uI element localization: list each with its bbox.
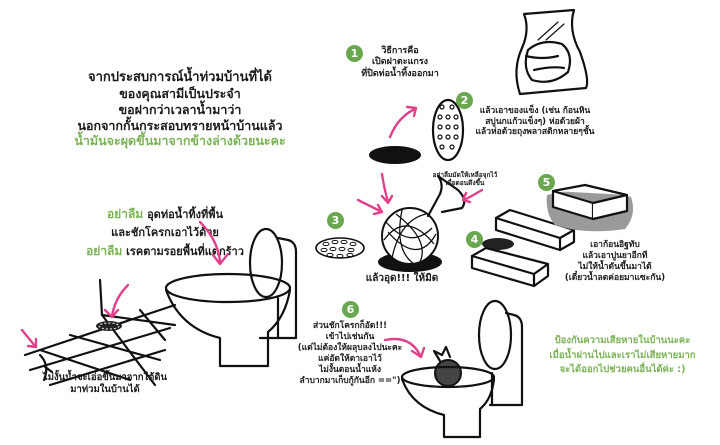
reminder-3-prefix: อย่าลืม: [86, 243, 123, 258]
intro-block: จากประสบการณ์น้ำท่วมบ้านที่ได้ ของคุณสาม…: [40, 70, 320, 149]
step-4-badge: 4: [466, 231, 483, 248]
step-2-line-2: สบู่นกแก้วแข็งๆ) ห่อด้วยผ้า: [485, 116, 585, 127]
reminder-1-prefix: อย่าลืม: [106, 207, 144, 221]
floor-caption-line-2: มาท่วมในบ้านได้: [70, 383, 140, 395]
intro-highlight: น้ำมันจะผุดขึ้นมาจากข้างล่างด้วยนะคะ: [74, 133, 286, 149]
reminder-1-text: อุดท่อน้ำทิ้งที่พื้น: [147, 208, 224, 221]
step-3-note-line-1: อย่าลืมมัดให้เหลือจุกไว้: [432, 171, 498, 179]
step-5-line-2: แล้วเอาปูนยาอีกที: [582, 251, 648, 262]
step-5-line-1: เอาก้อนอิฐทับ: [590, 240, 640, 250]
closing-line-1: ป้องกันความเสียหายในบ้านนะคะ: [554, 335, 691, 346]
floor-drain-illustration: [20, 278, 177, 387]
step-6-line-5: ไม่งั้นตอนน้ำแห้ง: [318, 365, 382, 376]
wrapped-bag-illustration: [515, 8, 589, 96]
step-1-text: วิธีการคือ เปิดฝาตะแกรง ที่ปิดท่อน้ำทิ้ง…: [355, 46, 445, 80]
step-1-line-1: วิธีการคือ: [381, 46, 419, 56]
intro-line-1: จากประสบการณ์น้ำท่วมบ้านที่ได้: [87, 70, 273, 85]
step-6-text: ส่วนชักโครกก็อัด!!! เข้าไปเช่นกัน (แต่ไม…: [290, 321, 410, 387]
reminder-3-text: เรคตามรอยพื้นที่แตกร้าว: [126, 244, 244, 258]
closing-message: ป้องกันความเสียหายในบ้านนะคะ เมื่อน้ำผ่า…: [525, 334, 720, 378]
plugged-drain-illustration: [315, 172, 484, 272]
step-1-line-3: ที่ปิดท่อน้ำทิ้งออกมา: [361, 68, 439, 79]
step-2-line-1: แล้วเอาของแข็ง (เช่น ก้อนหิน: [479, 106, 591, 116]
reminders-block: อย่าลืม อุดท่อน้ำทิ้งที่พื้น และชักโครกเ…: [40, 205, 290, 261]
step-5-text: เอาก้อนอิฐทับ แล้วเอาปูนยาอีกที ไม่ให้น้…: [560, 240, 670, 284]
step-3-note: อย่าลืมมัดให้เหลือจุกไว้ เผื่อตอนดึงขึ้น: [425, 171, 505, 188]
floor-caption-line-1: ไม่งั้นน้ำจะเอ่อขึ้นมาจากใต้ดิน: [42, 372, 168, 383]
toilet-illustration-right: [383, 299, 524, 439]
step-3-badge: 3: [327, 212, 344, 229]
step-6-line-4: แค่อัดให้ตาเอาไว้: [318, 354, 382, 365]
step-2-badge: 2: [456, 92, 473, 109]
step-2-line-3: แล้วห่อด้วยถุงพลาสติกหลายๆชั้น: [475, 127, 595, 138]
drain-cover-illustration: [369, 98, 465, 164]
step-1-badge: 1: [346, 45, 363, 62]
step-5-line-3: ไม่ให้น้ำดันขึ้นมาได้: [578, 262, 652, 273]
step-6-line-1: ส่วนชักโครกก็อัด!!!: [312, 321, 388, 331]
step-1-line-2: เปิดฝาตะแกรง: [371, 57, 429, 68]
step-5-line-4: (เดี๋ยวน้ำลดค่อยมาแซะกัน): [564, 273, 666, 284]
intro-line-2: ของคุณสามีเป็นประจำ: [119, 86, 241, 102]
reminder-3: อย่าลืม เรคตามรอยพื้นที่แตกร้าว: [40, 242, 290, 261]
intro-line-4: นอกจากกั้นกระสอบทรายหน้าบ้านแล้ว: [77, 117, 283, 133]
step-5-badge: 5: [538, 174, 555, 191]
step-2-text: แล้วเอาของแข็ง (เช่น ก้อนหิน สบู่นกแก้วแ…: [470, 106, 600, 138]
step-3-note-line-2: เผื่อตอนดึงขึ้น: [445, 178, 485, 187]
reminder-2: และชักโครกเอาไว้ด้วย: [111, 226, 219, 240]
step-6-badge: 6: [342, 301, 359, 318]
step-3-caption: แล้วอุด!!! ให้มิด: [365, 273, 439, 284]
step-6-line-3: (แต่ไม่ต้องให้ผลุบลงไปนะคะ: [297, 343, 403, 354]
closing-line-2: เมื่อน้ำผ่านไปและเราไม่เสียหายมาก: [549, 349, 696, 361]
reminder-1: อย่าลืม อุดท่อน้ำทิ้งที่พื้น: [40, 205, 290, 224]
step-6-line-2: เข้าไปเช่นกัน: [325, 332, 375, 343]
intro-line-3: ขอฝากว่าเวลาน้ำมาว่า: [118, 101, 242, 117]
floor-caption: ไม่งั้นน้ำจะเอ่อขึ้นมาจากใต้ดิน มาท่วมใน…: [10, 372, 200, 396]
cemented-bricks-illustration: [546, 183, 633, 232]
step-6-line-6: ลำบากมาเก็บกู้กันอีก =="): [299, 376, 401, 387]
bricks-illustration: [470, 208, 576, 288]
toilet-illustration-left: [164, 220, 298, 368]
closing-line-3: จะได้ออกไปช่วยคนอื่นได้ค่ะ :): [559, 364, 686, 376]
